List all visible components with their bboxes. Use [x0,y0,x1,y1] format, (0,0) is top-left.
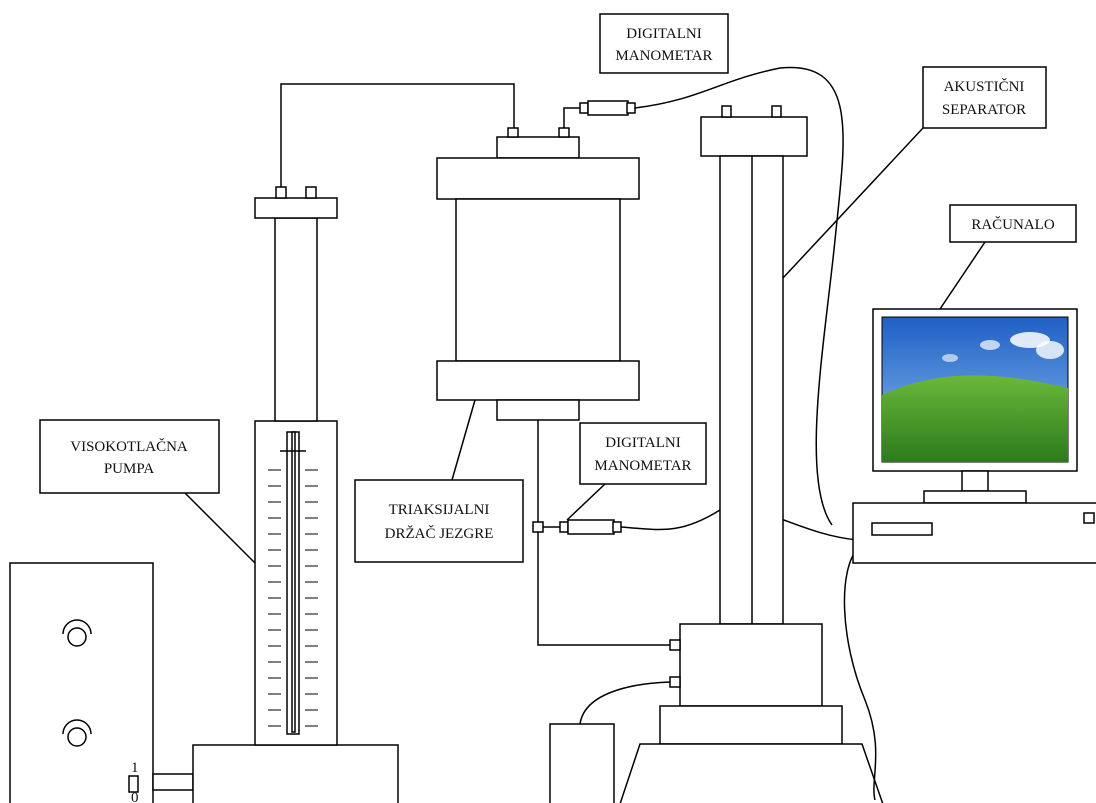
pump-connector [152,773,194,791]
label-triaxial-core-holder: TRIAKSIJALNI DRŽAČ JEZGRE [354,399,524,563]
manometer-top-line1: DIGITALNI [626,26,701,42]
dial-knob-icon [62,719,92,747]
pump-scale-ticks [268,469,318,727]
switch-on-label: 1 [131,760,139,776]
pump-line2: PUMPA [104,461,154,477]
label-digital-manometer-top: DIGITALNI MANOMETAR [599,13,729,74]
manometer-mid-line1: DIGITALNI [605,435,680,451]
power-switch [128,775,139,793]
core-holder-line2: DRŽAČ JEZGRE [385,525,494,542]
signal-generator-box [549,723,615,803]
middle-manometer-sensor [543,507,859,541]
separator-line2: SEPARATOR [942,102,1026,118]
top-manometer-sensor [563,66,844,526]
label-computer: RAČUNALO [939,204,1077,310]
manometer-mid-line2: MANOMETAR [594,458,691,474]
pump-line1: VISOKOTLAČNA [70,438,188,455]
computer-label: RAČUNALO [971,216,1055,233]
acoustic-separator [619,105,884,803]
label-digital-manometer-middle: DIGITALNI MANOMETAR [566,422,707,521]
label-high-pressure-pump: VISOKOTLAČNA PUMPA [39,419,256,564]
separator-line1: AKUSTIČNI [944,78,1025,95]
switch-off-label: 0 [131,790,139,803]
dial-knob-icon [62,619,92,647]
computer [852,308,1096,564]
manometer-top-line2: MANOMETAR [615,48,712,64]
high-pressure-pump [192,186,399,803]
label-acoustic-separator: AKUSTIČNI SEPARATOR [782,66,1047,279]
control-cabinet: 1 0 [9,562,154,803]
core-holder-line1: TRIAKSIJALNI [389,502,490,518]
triaxial-core-holder [436,127,640,421]
